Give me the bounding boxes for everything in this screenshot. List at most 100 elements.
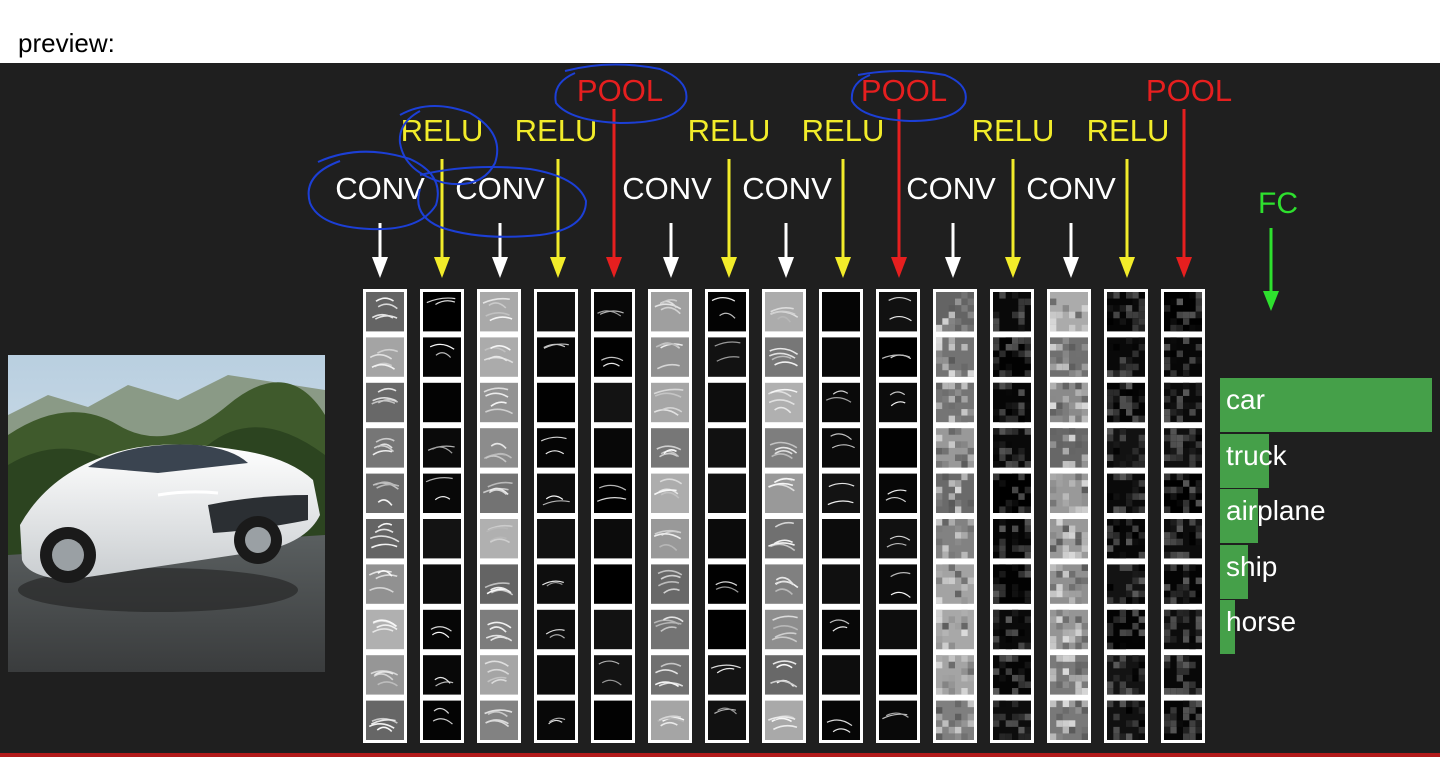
feature-map-cell [822, 700, 860, 740]
feature-map-cell [708, 382, 746, 423]
feature-map-cell [366, 382, 404, 423]
feature-map-cell [822, 655, 860, 695]
feature-map-cell [1164, 655, 1202, 695]
feature-map-cell [651, 473, 689, 513]
feature-map-cell [480, 564, 518, 604]
relu-arrow-3 [721, 159, 737, 278]
feature-map-column-15 [1161, 289, 1205, 743]
feature-map-cell [1050, 609, 1088, 650]
feature-map-cell [537, 564, 575, 604]
feature-map-cell [594, 428, 632, 468]
feature-map-cell [708, 428, 746, 468]
feature-map-cell [708, 519, 746, 559]
feature-map-cell [765, 519, 803, 559]
score-bar-car [1220, 378, 1432, 432]
feature-map-cell [765, 700, 803, 740]
feature-map-cell [366, 609, 404, 650]
conv-label-3: CONV [622, 171, 712, 206]
feature-map-cell [765, 609, 803, 650]
score-label-ship: ship [1226, 550, 1278, 582]
fc-label: FC [1258, 187, 1298, 220]
feature-map-cell [1050, 519, 1088, 559]
feature-map-cell [423, 337, 461, 377]
feature-map-cell [708, 655, 746, 695]
feature-map-cell [765, 473, 803, 513]
feature-map-cell [765, 564, 803, 604]
feature-map-cell [651, 382, 689, 423]
feature-map-column-4 [534, 289, 578, 743]
feature-map-cell [822, 564, 860, 604]
feature-map-cell [936, 428, 974, 468]
feature-map-cell [1164, 428, 1202, 468]
feature-map-column-5 [591, 289, 635, 743]
feature-map-cell [822, 473, 860, 513]
feature-map-cell [537, 337, 575, 377]
feature-map-cell [366, 655, 404, 695]
feature-map-cell [936, 382, 974, 423]
feature-map-cell [1164, 519, 1202, 559]
feature-map-cell [822, 337, 860, 377]
feature-map-cell [936, 655, 974, 695]
feature-map-cell [594, 609, 632, 650]
feature-map-column-10 [876, 289, 920, 743]
feature-map-columns [363, 289, 1205, 743]
pool-arrow-1 [606, 109, 622, 278]
feature-map-cell [822, 519, 860, 559]
feature-map-cell [993, 609, 1031, 650]
feature-map-cell [594, 700, 632, 740]
feature-map-cell [1050, 337, 1088, 377]
feature-map-column-1 [363, 289, 407, 743]
feature-map-cell [594, 292, 632, 332]
feature-map-cell [936, 337, 974, 377]
feature-map-cell [1050, 655, 1088, 695]
feature-map-cell [1107, 519, 1145, 559]
relu-label-5: RELU [971, 113, 1055, 148]
feature-map-cell [708, 609, 746, 650]
feature-map-cell [879, 655, 917, 695]
feature-map-cell [708, 700, 746, 740]
feature-map-cell [594, 473, 632, 513]
feature-map-column-8 [762, 289, 806, 743]
feature-map-cell [765, 382, 803, 423]
feature-map-cell [537, 428, 575, 468]
relu-arrow-6 [1119, 159, 1135, 278]
feature-map-cell [537, 609, 575, 650]
feature-map-cell [1107, 700, 1145, 740]
feature-map-cell [879, 428, 917, 468]
feature-map-cell [480, 473, 518, 513]
feature-map-cell [480, 337, 518, 377]
feature-map-cell [423, 655, 461, 695]
feature-map-cell [651, 655, 689, 695]
score-bar-truck [1220, 433, 1269, 488]
feature-map-column-6 [648, 289, 692, 743]
feature-map-column-9 [819, 289, 863, 743]
feature-map-cell [1164, 382, 1202, 423]
feature-map-cell [651, 609, 689, 650]
relu-label-6: RELU [1086, 113, 1170, 148]
feature-map-cell [423, 564, 461, 604]
feature-map-cell [423, 473, 461, 513]
feature-map-cell [537, 700, 575, 740]
feature-map-cell [1164, 337, 1202, 377]
feature-map-cell [822, 292, 860, 332]
feature-map-cell [423, 519, 461, 559]
feature-map-cell [993, 292, 1031, 332]
feature-map-column-13 [1047, 289, 1091, 743]
feature-map-cell [993, 428, 1031, 468]
feature-map-cell [1107, 428, 1145, 468]
feature-map-cell [594, 564, 632, 604]
pool-arrow-3 [1176, 109, 1192, 278]
feature-map-cell [1164, 700, 1202, 740]
conv-arrow-5 [945, 223, 961, 278]
feature-map-cell [594, 337, 632, 377]
feature-map-cell [366, 519, 404, 559]
feature-map-cell [993, 519, 1031, 559]
feature-map-cell [993, 473, 1031, 513]
feature-map-cell [1050, 292, 1088, 332]
feature-map-cell [537, 519, 575, 559]
feature-map-cell [1050, 564, 1088, 604]
feature-map-cell [651, 428, 689, 468]
relu-arrow-5 [1005, 159, 1021, 278]
feature-map-cell [651, 700, 689, 740]
feature-map-column-7 [705, 289, 749, 743]
